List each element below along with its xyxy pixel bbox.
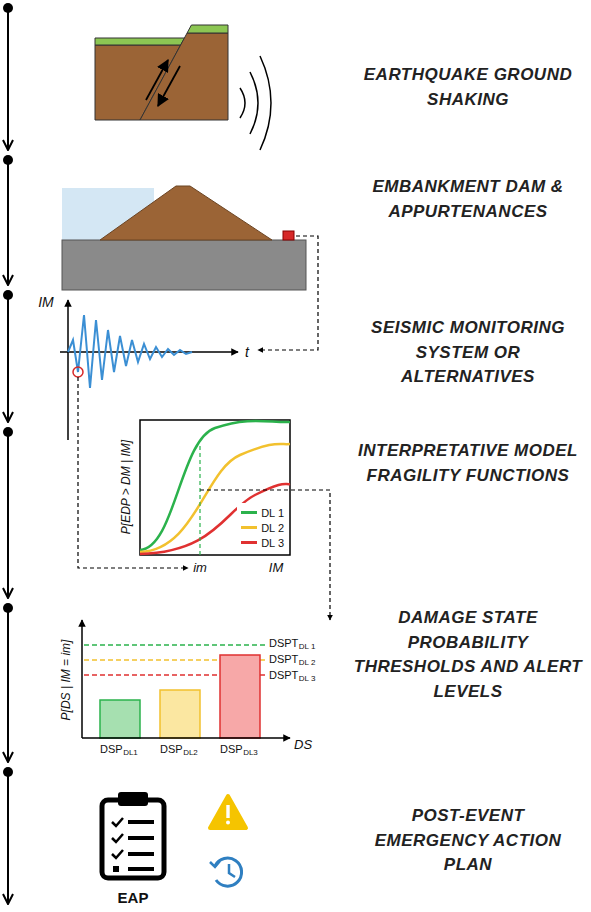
axis <box>67 300 69 440</box>
bar-subscript: DL1 <box>123 748 138 758</box>
axis <box>82 737 290 739</box>
accelerogram <box>68 315 192 388</box>
probability-leader <box>200 490 330 620</box>
history-icon <box>210 858 242 886</box>
axis-label: t <box>245 344 249 361</box>
stage-title: EARTHQUAKE GROUND SHAKING <box>353 63 583 112</box>
stage-title: POST-EVENT EMERGENCY ACTION PLAN <box>353 804 583 878</box>
legend-row: DL 3 <box>241 535 284 550</box>
bar-label: DSP <box>100 743 123 756</box>
fault-block <box>95 25 228 120</box>
threshold-line <box>84 644 265 645</box>
fragility-curve <box>140 421 290 550</box>
icon-caption: EAP <box>118 889 149 907</box>
axis-label: P[EDP > DM | IM] <box>119 440 133 534</box>
bar-subscript: DL2 <box>183 748 198 758</box>
chart-frame <box>140 420 290 555</box>
bar <box>160 690 200 738</box>
stage-title: SEISMIC MONITORING SYSTEM OR ALTERNATIVE… <box>353 316 583 390</box>
fragility-curve <box>140 444 290 552</box>
threshold-label: DSPT <box>269 653 298 666</box>
legend-sample <box>241 541 257 544</box>
threshold-subscript: DL 1 <box>299 642 316 652</box>
legend-row: DL 2 <box>241 520 284 535</box>
legend-text: DL 3 <box>261 537 284 549</box>
peak-marker <box>73 367 83 377</box>
axis-label: DS <box>294 737 312 753</box>
im-line <box>199 445 200 555</box>
stage-title: EMBANKMENT DAM & APPURTENANCES <box>353 175 583 224</box>
slip-arrow <box>158 66 180 106</box>
axis <box>81 620 83 738</box>
bar <box>100 700 140 738</box>
bar-label: DSP <box>160 743 183 756</box>
dam <box>62 186 306 290</box>
legend-sample <box>241 526 257 529</box>
legend-text: DL 2 <box>261 522 284 534</box>
legend-text: DL 1 <box>261 507 284 519</box>
signal-leader <box>258 236 318 350</box>
axis-label: im <box>193 560 207 576</box>
legend-row: DL 1 <box>241 505 284 520</box>
legend-sample <box>241 511 257 514</box>
stage-title: DAMAGE STATE PROBABILITY THRESHOLDS AND … <box>353 606 583 705</box>
threshold-label: DSPT <box>269 669 298 682</box>
clipboard-icon <box>102 792 164 878</box>
bar-label: DSP <box>220 743 243 756</box>
fragility-curve <box>140 484 290 554</box>
warning-icon <box>210 796 246 828</box>
threshold-subscript: DL 2 <box>299 658 316 668</box>
bar-subscript: DL3 <box>243 748 258 758</box>
axis-label: IM <box>38 294 54 311</box>
axis-label: P[DS | IM = im] <box>59 640 73 721</box>
stage-title: INTERPRETATIVE MODEL FRAGILITY FUNCTIONS <box>353 439 583 488</box>
timeline-dots <box>3 3 13 777</box>
threshold-subscript: DL 3 <box>299 674 316 684</box>
axis-label: IM <box>269 560 283 576</box>
bar <box>220 655 260 738</box>
legend: DL 1 DL 2 DL 3 <box>237 503 288 552</box>
seismic-waves <box>240 56 271 150</box>
threshold-label: DSPT <box>269 637 298 650</box>
